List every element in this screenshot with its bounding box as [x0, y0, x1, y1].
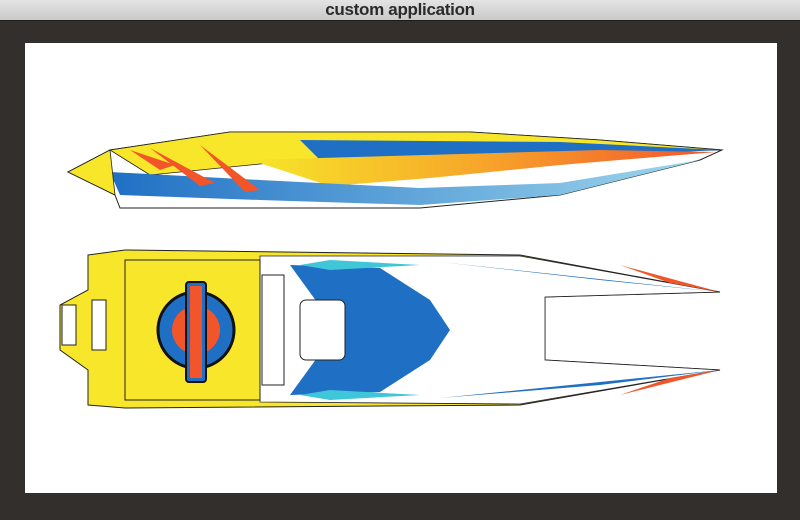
- boat-illustration: [59, 131, 724, 409]
- image-panel: [25, 43, 777, 493]
- title-bar: custom application: [0, 0, 800, 21]
- torque-logo: [156, 281, 236, 383]
- page-title: custom application: [325, 0, 475, 19]
- boat-top-view: [59, 249, 721, 409]
- boat-side-view: [66, 131, 724, 209]
